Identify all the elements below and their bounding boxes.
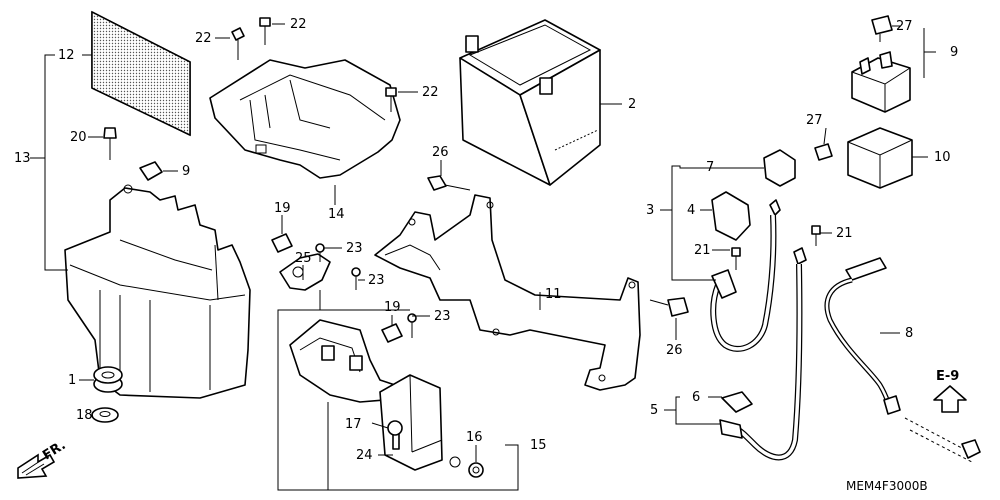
screws-23: [315, 243, 417, 338]
label-8: 8: [905, 326, 913, 341]
label-11: 11: [545, 287, 562, 302]
part-10-cover: [847, 127, 913, 189]
screws-21: [731, 225, 821, 270]
label-7: 7: [706, 160, 714, 175]
label-22-b: 22: [290, 17, 307, 32]
label-22-a: 22: [195, 31, 212, 46]
label-17: 17: [345, 417, 362, 432]
part-27-fuses: [814, 15, 893, 161]
bolts-22: [231, 17, 397, 112]
label-13: 13: [14, 151, 31, 166]
direction-arrow: [17, 453, 56, 479]
part-18-washer: [91, 407, 119, 423]
reference-label: E-9: [936, 369, 959, 384]
label-26-b: 26: [666, 343, 683, 358]
label-5: 5: [650, 403, 658, 418]
part-5-cable: [719, 247, 807, 461]
part-2-battery: [459, 19, 601, 186]
label-26-a: 26: [432, 145, 449, 160]
bolts-26: [427, 175, 689, 317]
part-20-bolt: [103, 127, 117, 160]
label-23-c: 23: [434, 309, 451, 324]
label-9: 9: [950, 45, 958, 60]
clip-9-small: [139, 161, 163, 181]
label-15: 15: [530, 438, 547, 453]
label-4: 4: [687, 203, 695, 218]
diagram-code: MEM4F3000B: [846, 479, 928, 493]
label-19-b: 19: [384, 300, 401, 315]
part-12-sheet: [91, 10, 191, 137]
label-9-small: 9: [182, 164, 190, 179]
label-18: 18: [76, 408, 93, 423]
part-4-cap: [711, 191, 751, 241]
label-19-a: 19: [274, 201, 291, 216]
label-6: 6: [692, 390, 700, 405]
label-24: 24: [356, 448, 373, 463]
label-25: 25: [295, 251, 312, 266]
label-16: 16: [466, 430, 483, 445]
part-1-grommet: [93, 366, 123, 393]
part-7-cap: [763, 149, 796, 187]
clips-19-25: [271, 233, 403, 343]
label-27-a: 27: [896, 19, 913, 34]
label-21-b: 21: [836, 226, 853, 241]
label-23-b: 23: [368, 273, 385, 288]
reference-e9: [933, 385, 967, 413]
label-22-c: 22: [422, 85, 439, 100]
part-8-cable: [824, 257, 981, 463]
label-3: 3: [646, 203, 654, 218]
label-27-b: 27: [806, 113, 823, 128]
part-15-fuse-box: [289, 319, 484, 478]
label-12: 12: [58, 48, 75, 63]
label-2: 2: [628, 97, 636, 112]
label-10: 10: [934, 150, 951, 165]
part-13-battery-case: [64, 184, 251, 399]
part-9-relay: [851, 51, 911, 113]
part-14-battery-tray: [209, 59, 401, 179]
label-14: 14: [328, 207, 345, 222]
label-20: 20: [70, 130, 87, 145]
label-1: 1: [68, 373, 76, 388]
part-3-cable: [710, 199, 781, 352]
label-23-a: 23: [346, 241, 363, 256]
leader-lines: [30, 23, 936, 491]
label-21-a: 21: [694, 243, 711, 258]
part-11-bracket: [374, 194, 641, 391]
